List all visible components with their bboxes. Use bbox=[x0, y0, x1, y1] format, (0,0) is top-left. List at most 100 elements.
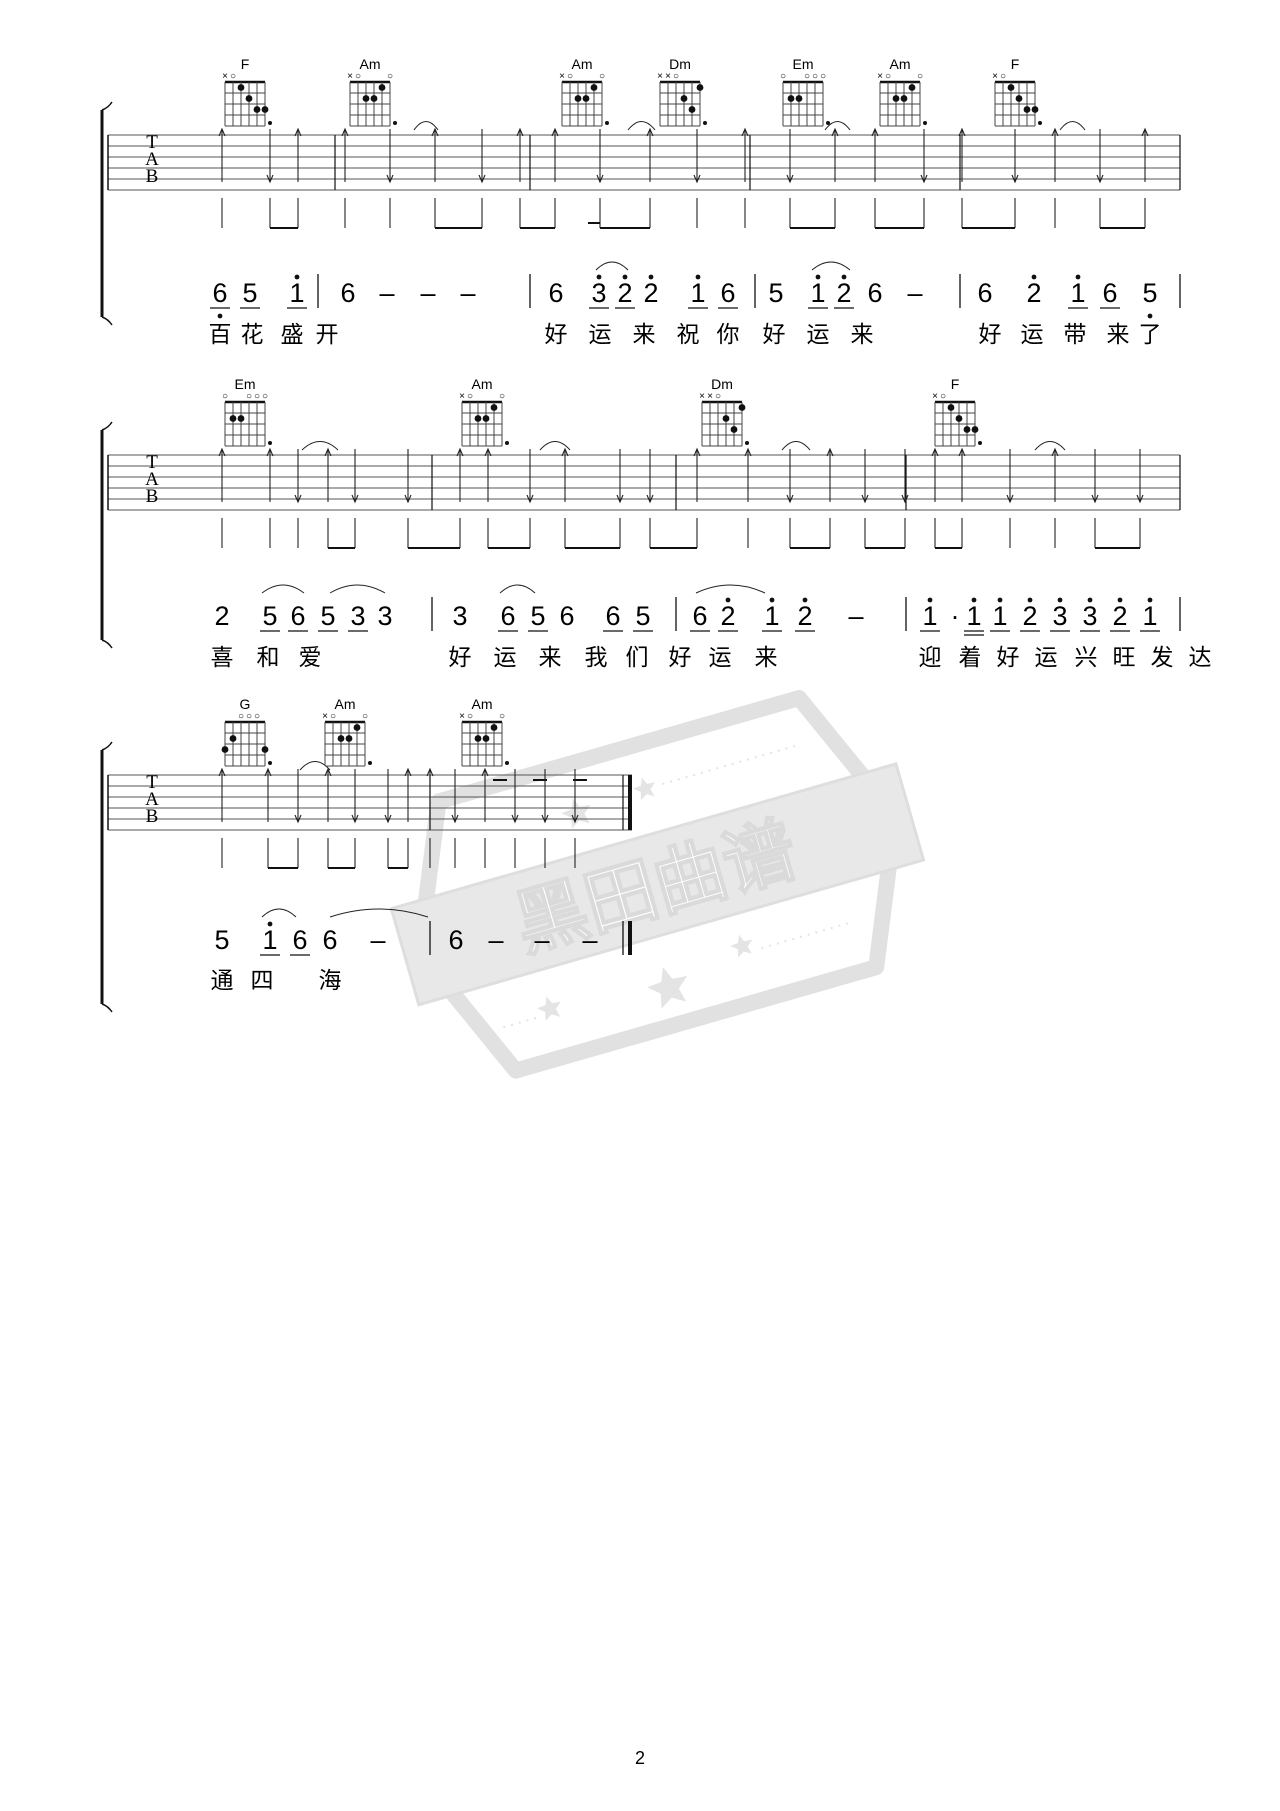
strum-down-arrow bbox=[1136, 494, 1144, 504]
jianpu-note: 1 bbox=[810, 278, 825, 308]
jianpu-note: 1 bbox=[922, 601, 937, 631]
lyric-char: 们 bbox=[626, 645, 649, 671]
jianpu-note: 6 bbox=[559, 601, 574, 631]
finger-dot bbox=[590, 84, 598, 91]
lyric-char: 通 bbox=[211, 968, 234, 994]
finger-dot bbox=[1023, 106, 1031, 113]
lyric-char: 来 bbox=[539, 645, 562, 671]
string-mark: × bbox=[222, 71, 228, 82]
strum-down-arrow bbox=[1096, 174, 1104, 184]
string-mark: ○ bbox=[467, 391, 473, 402]
chord-dot bbox=[605, 121, 609, 125]
strum-up-arrow bbox=[871, 127, 879, 137]
strum-down-arrow bbox=[266, 174, 274, 184]
string-mark: ○ bbox=[820, 71, 826, 82]
lyric-char: 好 bbox=[763, 322, 786, 348]
finger-dot bbox=[730, 426, 738, 433]
chord-name: Dm bbox=[669, 56, 691, 72]
finger-dot bbox=[490, 404, 498, 411]
string-mark: ○ bbox=[238, 711, 244, 722]
finger-dot bbox=[574, 95, 582, 102]
finger-dot bbox=[688, 106, 696, 113]
jianpu-note: 5 bbox=[262, 601, 277, 631]
jianpu-note: 6 bbox=[692, 601, 707, 631]
strum-up-arrow bbox=[481, 767, 489, 777]
bracket-top-curl bbox=[101, 101, 113, 111]
strum-down-arrow bbox=[478, 174, 486, 184]
string-mark: ○ bbox=[355, 71, 361, 82]
jianpu-dash: – bbox=[460, 278, 475, 308]
strum-down-arrow bbox=[646, 494, 654, 504]
strum-up-arrow bbox=[484, 447, 492, 457]
finger-dot bbox=[261, 746, 269, 753]
string-mark: ○ bbox=[1000, 71, 1006, 82]
strum-down-arrow bbox=[786, 174, 794, 184]
chord-diagram-am: Am×○○ bbox=[322, 696, 372, 767]
chord-diagram-am: Am×○○ bbox=[459, 376, 509, 447]
string-mark: × bbox=[459, 391, 465, 402]
strum-up-arrow bbox=[741, 127, 749, 137]
finger-dot bbox=[221, 746, 229, 753]
strum-up-arrow bbox=[561, 447, 569, 457]
strum-up-arrow bbox=[456, 447, 464, 457]
watermark-star bbox=[633, 777, 656, 801]
lyric-char: 达 bbox=[1189, 645, 1212, 671]
finger-dot bbox=[738, 404, 746, 411]
string-mark: ○ bbox=[917, 71, 923, 82]
lyric-char: 运 bbox=[807, 322, 830, 348]
finger-dot bbox=[482, 415, 490, 422]
lyric-char: 兴 bbox=[1075, 645, 1098, 671]
lyrics-line: 通四海 bbox=[211, 968, 342, 994]
chord-dot bbox=[393, 121, 397, 125]
jianpu-dash: – bbox=[848, 601, 863, 631]
lyric-char: 好 bbox=[669, 645, 692, 671]
finger-dot bbox=[362, 95, 370, 102]
chord-dot bbox=[826, 121, 830, 125]
jianpu-note: 5 bbox=[320, 601, 335, 631]
lyric-char: 开 bbox=[316, 322, 339, 348]
bracket-bottom-curl bbox=[101, 1003, 113, 1013]
string-mark: ○ bbox=[230, 71, 236, 82]
finger-dot bbox=[229, 735, 237, 742]
chord-name: Em bbox=[793, 56, 814, 72]
watermark: 黑田曲谱 bbox=[389, 690, 926, 1079]
finger-dot bbox=[971, 426, 979, 433]
finger-dot bbox=[795, 95, 803, 102]
jianpu-note: 2 bbox=[214, 601, 229, 631]
lyric-char: 爱 bbox=[299, 645, 322, 671]
jianpu-note: 1 bbox=[992, 601, 1007, 631]
strum-up-arrow bbox=[264, 767, 272, 777]
jianpu-tie bbox=[499, 584, 536, 594]
chord-diagram-am: Am×○○ bbox=[459, 696, 509, 767]
finger-dot bbox=[245, 95, 253, 102]
lyric-char: 来 bbox=[851, 322, 874, 348]
watermark-text: 黑田曲谱 bbox=[506, 807, 806, 967]
tab-tie bbox=[539, 441, 571, 451]
lyric-char: 和 bbox=[257, 645, 280, 671]
strum-up-arrow bbox=[1051, 127, 1059, 137]
string-mark: × bbox=[665, 71, 671, 82]
strum-down-arrow bbox=[786, 494, 794, 504]
string-mark: × bbox=[459, 711, 465, 722]
strum-down-arrow bbox=[693, 174, 701, 184]
lyric-char: 花 bbox=[241, 322, 264, 348]
jianpu-note: 5 bbox=[214, 925, 229, 955]
string-mark: ○ bbox=[812, 71, 818, 82]
strum-up-arrow bbox=[826, 447, 834, 457]
strum-down-arrow bbox=[294, 814, 302, 824]
watermark-star bbox=[647, 966, 688, 1009]
octave-dot-high bbox=[294, 274, 300, 280]
jianpu-note: 5 bbox=[242, 278, 257, 308]
tab-tie bbox=[301, 441, 339, 451]
watermark-star bbox=[537, 996, 561, 1021]
tab-tie bbox=[781, 441, 811, 451]
octave-dot-high bbox=[1057, 597, 1063, 603]
strum-up-arrow bbox=[958, 447, 966, 457]
tab-letter: T bbox=[146, 772, 158, 793]
jianpu-note: 6 bbox=[500, 601, 515, 631]
